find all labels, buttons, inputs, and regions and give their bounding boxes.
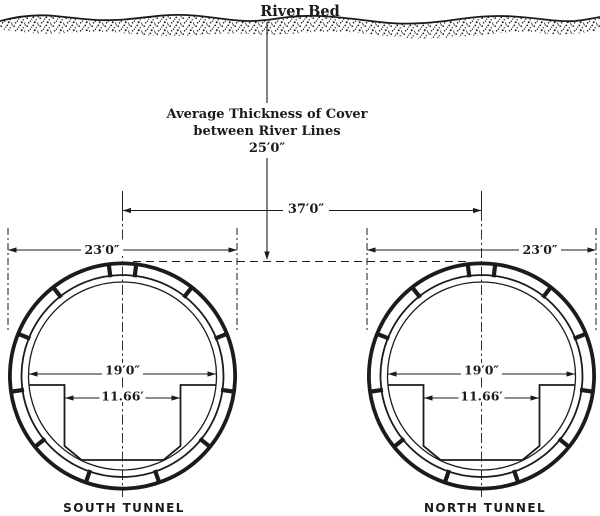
cover-note-line1: Average Thickness of Cover — [166, 107, 368, 122]
label-halo — [461, 363, 502, 376]
spacing-value: 37′0″ — [288, 202, 325, 217]
label-halo — [283, 201, 329, 215]
south-tunnel-labels: 23′0″ 19′0″ 11.66′ SOUTH TUNNEL — [63, 242, 185, 515]
north-outer-diameter-label: 23′0″ — [523, 242, 558, 257]
south-outer-diameter-label: 23′0″ — [85, 242, 120, 257]
arrowhead-left — [122, 207, 131, 214]
cover-value: 25′0″ — [249, 141, 286, 156]
north-tunnel-name: NORTH TUNNEL — [424, 501, 546, 515]
arrowhead-right — [473, 207, 482, 214]
label-halo — [99, 389, 146, 402]
south-inner-width-label: 19′0″ — [105, 363, 140, 378]
spacing-dimension: 37′0″ — [122, 191, 482, 217]
label-halo — [81, 242, 123, 256]
south-tunnel-name: SOUTH TUNNEL — [63, 501, 185, 515]
label-halo — [102, 363, 143, 376]
river-bed-surface-line — [0, 13, 600, 25]
river-bed: River Bed — [0, 3, 600, 39]
north-bench-width-label: 11.66′ — [460, 389, 502, 404]
south-bench-width-label: 11.66′ — [101, 389, 143, 404]
north-tunnel-drawing — [365, 209, 598, 499]
label-halo — [458, 389, 505, 402]
label-halo — [519, 242, 561, 256]
arrowhead-down — [264, 251, 270, 260]
north-inner-width-label: 19′0″ — [464, 363, 499, 378]
cover-dimension: Average Thickness of Cover between River… — [166, 22, 368, 260]
cover-note-line2: between River Lines — [193, 124, 340, 139]
north-tunnel-labels: 23′0″ 19′0″ 11.66′ NORTH TUNNEL — [424, 242, 561, 515]
river-bed-label: River Bed — [260, 3, 340, 20]
